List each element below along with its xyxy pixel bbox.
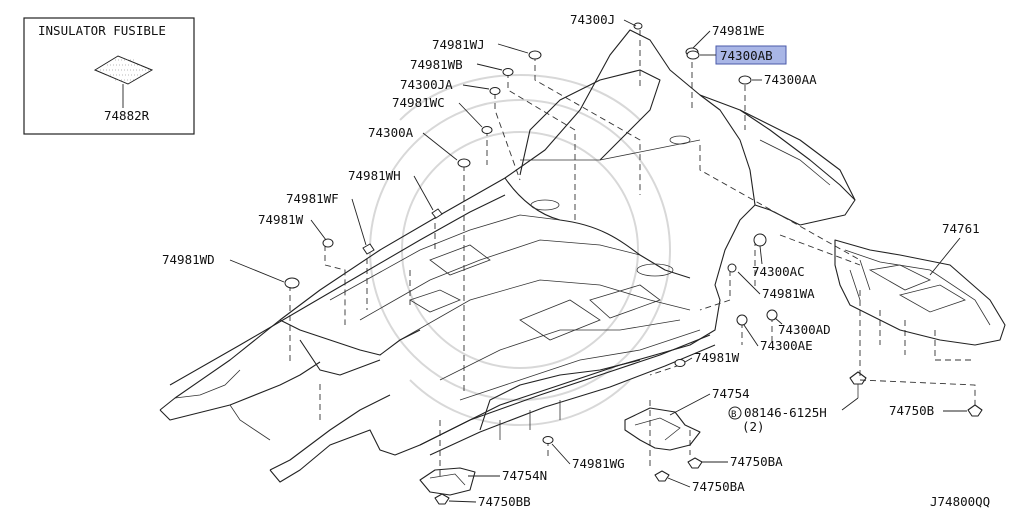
callout-74300AB: 74300AB: [720, 48, 773, 63]
callout-74754: 74754: [712, 386, 750, 401]
callout-74981W-lower: 74981W: [694, 350, 740, 365]
callout-74300A: 74300A: [368, 125, 414, 140]
callout-74300J: 74300J: [570, 12, 615, 27]
fasteners: [434, 233, 983, 505]
callout-74750B: 74750B: [889, 403, 934, 418]
callout-74981WH: 74981WH: [348, 168, 401, 183]
insulator-pad-icon: [93, 55, 154, 85]
callout-74300JA: 74300JA: [400, 77, 453, 92]
callout-74300AC: 74300AC: [752, 264, 805, 279]
callout-74981WE: 74981WE: [712, 23, 765, 38]
inset-part-label: 74882R: [104, 108, 150, 123]
callout-74981WC: 74981WC: [392, 95, 445, 110]
inset-title: INSULATOR FUSIBLE: [38, 23, 166, 38]
callout-74981WD: 74981WD: [162, 252, 215, 267]
callout-74300AE: 74300AE: [760, 338, 813, 353]
callout-74981W: 74981W: [258, 212, 304, 227]
callout-74750BB: 74750BB: [478, 494, 531, 509]
center-heat-insulator: [624, 407, 701, 451]
callout-74300AD: 74300AD: [778, 322, 831, 337]
left-heat-insulator: [419, 467, 476, 496]
callout-08146-6125H: 08146-6125H: [744, 405, 827, 420]
rear-floor-insulator: [834, 239, 1006, 346]
watermark-emblem: [369, 74, 671, 426]
diagram-code: J74800QQ: [930, 494, 990, 509]
callout-74981WF: 74981WF: [286, 191, 339, 206]
bolt-symbol-icon: [728, 406, 742, 420]
callout-74761: 74761: [942, 221, 980, 236]
callout-74981WJ: 74981WJ: [432, 37, 485, 52]
callout-prefix: B: [731, 410, 736, 420]
callouts: 74300J 74981WE 74300AB 74981WJ 74981WB 7…: [162, 12, 980, 509]
assembly-lines: [289, 30, 976, 480]
floor-assembly: [159, 29, 856, 483]
callout-74750BA-upper: 74750BA: [730, 454, 783, 469]
callout-74981WA: 74981WA: [762, 286, 815, 301]
callout-74981WB: 74981WB: [410, 57, 463, 72]
callout-qty: (2): [742, 419, 765, 434]
callout-74750BA-lower: 74750BA: [692, 479, 745, 494]
inset-box: INSULATOR FUSIBLE 74882R: [23, 17, 195, 135]
callout-74300AA: 74300AA: [764, 72, 817, 87]
callout-74754N: 74754N: [502, 468, 547, 483]
callout-74981WG: 74981WG: [572, 456, 625, 471]
